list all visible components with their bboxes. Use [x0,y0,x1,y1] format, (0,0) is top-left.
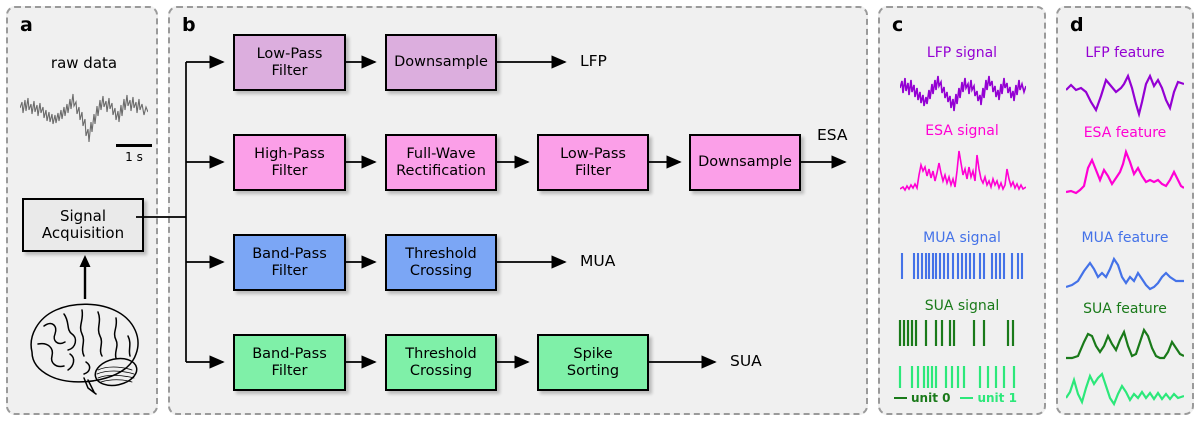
esa-feature-title: ESA feature [1083,125,1167,141]
sua-feature-trace-unit1 [1066,371,1184,407]
legend-dash-unit1 [960,397,974,399]
raw-data-trace [20,93,148,143]
scale-bar [116,144,152,147]
brain-illustration [30,303,139,395]
sua-feature-title: SUA feature [1083,301,1167,317]
panel-b-letter: b [182,14,196,36]
panel-d-letter: d [1070,14,1084,36]
mua-signal-raster [900,253,1024,279]
output-label-esa: ESA [817,126,848,144]
legend-item-unit1: unit 1 [960,391,1017,405]
output-label-mua: MUA [580,252,616,270]
panel-a: a raw data 1 s Signal Acquisition [6,6,158,415]
panel-c-letter: c [892,14,904,36]
sua-feature-trace-unit0 [1066,327,1184,360]
sua-signal-raster-unit1 [898,366,1016,388]
signal-acquisition-label: Signal Acquisition [41,206,125,242]
brain-to-acquisition-arrow [79,255,91,299]
lfp-feature-trace [1066,73,1184,118]
esa-feature-trace [1066,148,1184,195]
signal-acquisition-box[interactable]: Signal Acquisition [22,198,144,252]
output-label-lfp: LFP [580,52,607,70]
sua-signal-title: SUA signal [924,298,1000,314]
scale-bar-label: 1 s [125,150,143,164]
panel-c: c LFP signal ESA signal MUA signal SUA s… [878,6,1046,415]
box-lfp-downsample[interactable]: Downsample [385,34,497,91]
raw-data-title: raw data [50,54,118,72]
sua-signal-raster-unit0 [898,320,1015,346]
panel-d: d LFP feature ESA feature MUA feature SU… [1056,6,1194,415]
mua-feature-trace [1066,256,1184,291]
lfp-feature-title: LFP feature [1085,45,1165,61]
lfp-signal-title: LFP signal [926,45,998,61]
legend-dash-unit0 [894,397,907,399]
mua-feature-title: MUA feature [1081,230,1169,246]
esa-signal-trace [900,150,1026,192]
box-esa-downsample[interactable]: Downsample [689,134,801,191]
output-label-sua: SUA [730,352,762,370]
lfp-signal-trace [900,75,1026,112]
sua-legend: unit 0 unit 1 [894,391,1017,405]
mua-signal-title: MUA signal [923,230,1001,246]
panel-a-letter: a [20,14,33,36]
legend-item-unit0: unit 0 [894,391,950,405]
esa-signal-title: ESA signal [925,123,999,139]
